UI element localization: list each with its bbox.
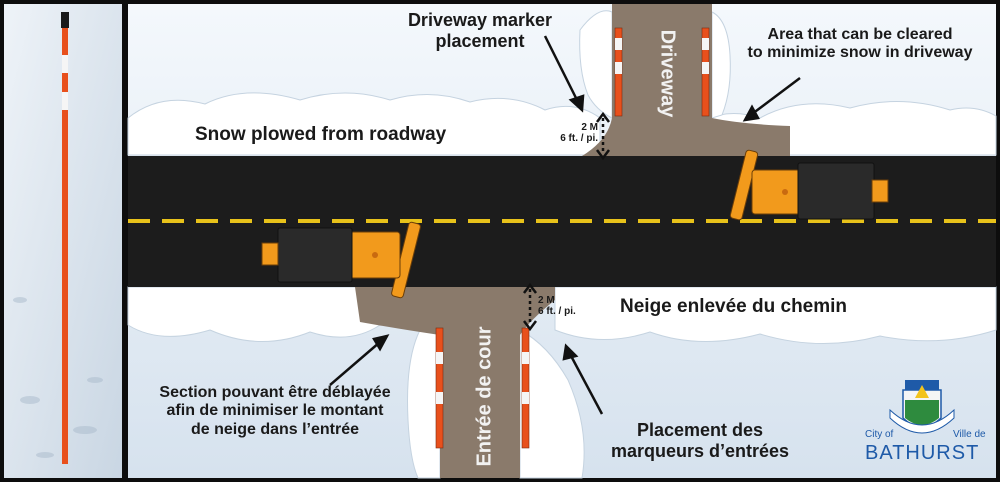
bathurst-shield-logo xyxy=(889,380,955,434)
distance-indicator-top xyxy=(596,111,610,161)
arrow-section-deblayee xyxy=(329,334,390,386)
area-cleared-label: Area that can be cleared to minimize sno… xyxy=(747,26,973,62)
distance-indicator-bottom xyxy=(523,282,537,332)
distance-bottom-line1: 2 M xyxy=(538,295,555,306)
distance-top-line1: 2 M xyxy=(581,122,598,133)
photo-driveway-marker xyxy=(61,12,69,464)
driveway-marker-bottom-left xyxy=(435,327,444,449)
placement-marqueurs-label: Placement des marqueurs d’entrées xyxy=(610,420,790,461)
arrow-placement-marqueurs xyxy=(562,343,604,415)
distance-bottom-label: 2 M 6 ft. / pi. xyxy=(538,295,598,317)
distance-top-label: 2 M 6 ft. / pi. xyxy=(548,122,598,144)
driveway-marker-placement-label: Driveway marker placement xyxy=(407,10,553,51)
plow-truck-lower xyxy=(261,221,421,299)
snow-bank-top xyxy=(127,10,997,156)
driveway-label: Driveway xyxy=(656,29,679,118)
driveway-top-surface xyxy=(582,4,790,156)
snow-plowed-label: Snow plowed from roadway xyxy=(195,124,447,145)
snow-bank-bottom xyxy=(127,286,997,479)
arrow-area-cleared xyxy=(742,77,801,122)
distance-bottom-line2: 6 ft. / pi. xyxy=(538,305,576,317)
driveway-marker-bottom-right xyxy=(521,327,530,449)
logo-ville-de: Ville de xyxy=(953,429,986,440)
driveway-marker-top-right xyxy=(701,27,710,117)
arrow-driveway-marker xyxy=(543,35,585,113)
distance-top-line2: 6 ft. / pi. xyxy=(560,132,598,144)
driveway-bottom-surface xyxy=(355,287,555,478)
driveway-marker-top-left xyxy=(614,27,623,117)
plow-truck-upper xyxy=(729,149,889,221)
entree-de-cour-label: Entrée de cour xyxy=(473,326,496,467)
bathurst-logo-text: City of Ville de BATHURST xyxy=(855,426,995,476)
logo-name: BATHURST xyxy=(865,442,980,464)
section-deblayee-label: Section pouvant être déblayée afin de mi… xyxy=(159,384,391,438)
neige-enlevee-label: Neige enlevée du chemin xyxy=(620,296,848,317)
logo-city-of: City of xyxy=(865,429,894,440)
